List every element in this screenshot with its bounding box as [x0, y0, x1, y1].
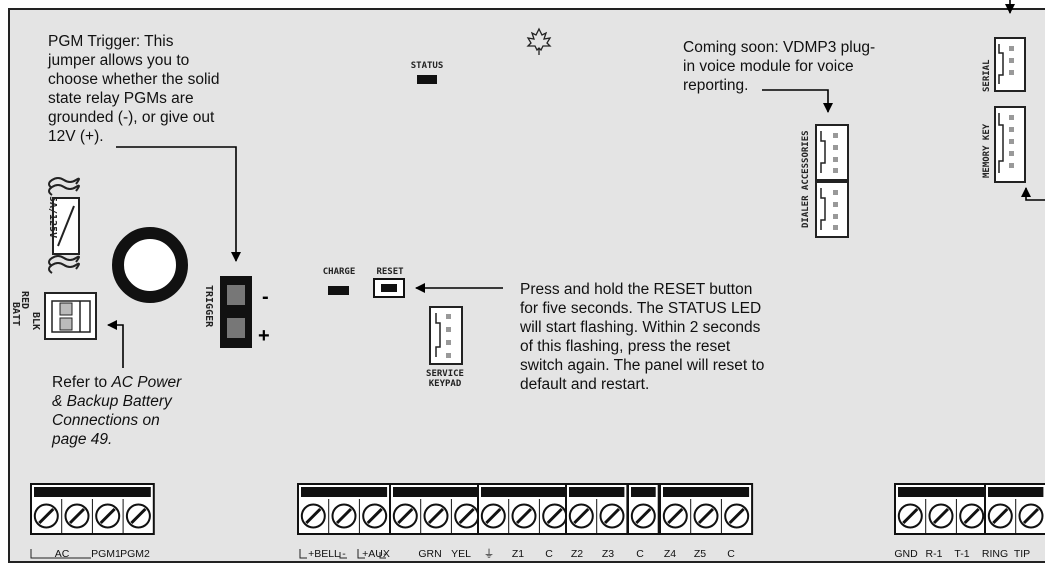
terminal-screw [453, 503, 480, 529]
tamper-circle [112, 227, 188, 303]
terminal-left-label: PGM2 [120, 548, 150, 560]
battery-connector [44, 292, 97, 340]
terminal-screw [723, 503, 750, 529]
terminal-block-z2 [565, 483, 629, 535]
serial-label: SERIAL [982, 59, 992, 92]
terminal-center-label: +AUX [362, 548, 390, 560]
terminal-screw [331, 503, 357, 529]
terminal-center-label: C [727, 548, 735, 560]
serial-connector [994, 37, 1026, 92]
terminal-center-label: GRN [418, 548, 441, 560]
dialer-accessories-label: DIALER ACCESSORIES [801, 130, 811, 228]
terminal-right-label: GND [894, 548, 918, 560]
terminal-block-phone [894, 483, 989, 535]
terminal-screw [1018, 503, 1044, 529]
terminal-block-z1 [477, 483, 572, 535]
terminal-screw [125, 503, 152, 529]
terminal-screw [392, 503, 419, 529]
terminal-left-label: PGM1 [91, 548, 121, 560]
status-led [417, 75, 437, 84]
terminal-screw [568, 503, 595, 529]
battery-red-label: RED [19, 291, 30, 309]
terminal-center-label: +BELL [308, 548, 340, 560]
terminal-screw [361, 503, 388, 529]
terminal-screw [987, 503, 1014, 529]
memory-key-label: MEMORY KEY [982, 123, 992, 178]
terminal-screw [64, 503, 90, 529]
terminal-screw [511, 503, 537, 529]
terminal-center-label: Z4 [664, 548, 676, 560]
leader-lines [107, 0, 1045, 368]
terminal-block-bell [297, 483, 392, 535]
reset-label: RESET [376, 267, 404, 277]
pgm-trigger-jumper [220, 276, 252, 348]
terminal-screw [423, 503, 449, 529]
trigger-plus-label: + [258, 325, 270, 347]
terminal-center-label: Z2 [571, 548, 583, 560]
terminal-guides [30, 549, 386, 559]
terminal-block-ac-pgm [30, 483, 155, 535]
terminal-right-label: R-1 [926, 548, 943, 560]
status-label: STATUS [411, 61, 444, 71]
terminal-block-z4 [659, 483, 754, 535]
terminal-left-label: AC [55, 548, 70, 560]
pgm-trigger-note: PGM Trigger: This jumper allows you to c… [48, 33, 220, 145]
terminal-block-c [627, 483, 660, 535]
terminal-screw [599, 503, 625, 529]
terminal-center-label: - [342, 548, 346, 560]
reset-note: Press and hold the RESET button for five… [520, 281, 765, 393]
charge-label: CHARGE [323, 267, 356, 277]
terminal-center-label: Z1 [512, 548, 524, 560]
battery-note-prefix: Refer to [52, 374, 112, 391]
memory-key-connector [994, 106, 1026, 183]
terminal-block-aux [389, 483, 484, 535]
maple-leaf-icon [526, 27, 552, 55]
terminal-screw [693, 503, 719, 529]
charge-led [328, 286, 349, 295]
terminal-screw [300, 503, 327, 529]
fuse [48, 177, 80, 274]
terminal-center-label: C [636, 548, 644, 560]
terminal-screw [94, 503, 121, 529]
terminal-center-label: YEL [451, 548, 471, 560]
terminal-center-label: - [383, 548, 387, 560]
terminal-right-label: TIP [1014, 548, 1030, 560]
terminal-screw [33, 503, 60, 529]
terminal-right-label: T-1 [954, 548, 969, 560]
fuse-rating-label: 5A/125V [47, 196, 58, 238]
trigger-minus-label: - [262, 286, 269, 308]
trigger-label: TRIGGER [203, 285, 214, 328]
terminal-screw [928, 503, 954, 529]
battery-batt-label: BATT [10, 302, 21, 326]
terminal-screw [958, 503, 985, 529]
terminal-center-label: Z5 [694, 548, 706, 560]
terminal-center-label: Z3 [602, 548, 614, 560]
terminal-block-line [984, 483, 1045, 535]
service-keypad-label-2: KEYPAD [429, 379, 462, 389]
terminal-center-label: ⏚ [484, 548, 495, 560]
battery-note: Refer to AC Power & Backup Battery Conne… [52, 373, 232, 449]
vdmp3-note: Coming soon: VDMP3 plug- in voice module… [683, 39, 876, 94]
terminal-screw [630, 503, 657, 529]
terminal-center-label: C [545, 548, 553, 560]
terminal-right-label: RING [982, 548, 1008, 560]
terminal-screw [662, 503, 689, 529]
service-keypad-connector [429, 306, 463, 365]
battery-blk-label: BLK [30, 312, 41, 330]
terminal-screw [897, 503, 924, 529]
terminal-screw [480, 503, 507, 529]
service-keypad-label-1: SERVICE [426, 369, 464, 379]
terminal-screw [541, 503, 568, 529]
dialer-accessories-connectors [815, 124, 849, 238]
battery-note-reference: AC Power & Backup Battery Connections on… [52, 374, 182, 448]
